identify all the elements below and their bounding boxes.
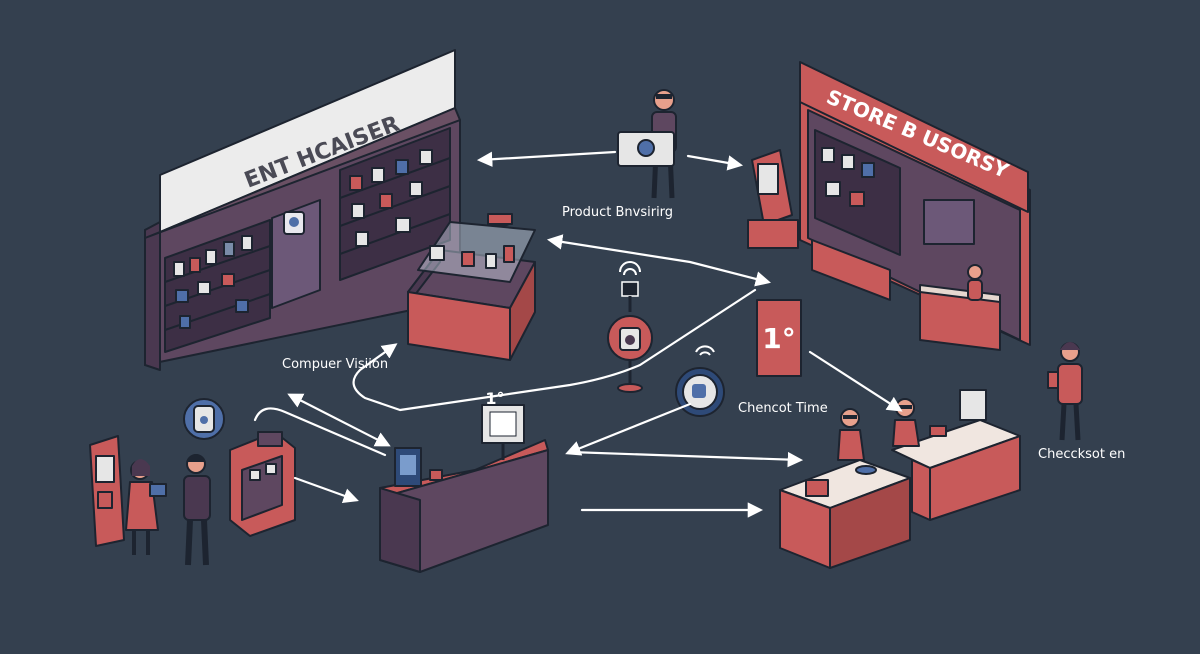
arrow-browse-right bbox=[686, 154, 744, 171]
right-store-window bbox=[923, 199, 975, 245]
right-store: STORE B USORSY bbox=[747, 61, 1031, 351]
number-sign: 1° bbox=[756, 299, 802, 377]
label-checkout-time: Chencot Time bbox=[738, 401, 828, 416]
arrow-time-to-checkout bbox=[808, 350, 903, 412]
arrow-case-to-store bbox=[546, 234, 771, 287]
exiting-shopper bbox=[1047, 342, 1083, 441]
checkout-counter-2 bbox=[891, 389, 1021, 521]
left-store-shelf bbox=[164, 219, 271, 353]
vision-sensor-post bbox=[607, 261, 653, 393]
left-kiosk bbox=[89, 435, 125, 547]
arrow-browse-left bbox=[476, 150, 617, 167]
label-computer-vision: Compuer Visiion bbox=[282, 357, 388, 372]
left-store-shelf-2 bbox=[339, 127, 451, 281]
right-store-sign-board bbox=[799, 61, 1029, 213]
arrow-curve-left bbox=[253, 407, 387, 457]
shopper-woman bbox=[125, 459, 167, 555]
flow-arrows bbox=[253, 150, 903, 518]
label-product-browsing: Product Bnvsirirg bbox=[562, 205, 673, 220]
browsing-shopper bbox=[617, 89, 677, 199]
arrow-diagonal-1 bbox=[287, 393, 391, 447]
terminal-screen-text: 1° bbox=[485, 389, 504, 408]
shopper-man bbox=[183, 454, 211, 566]
arrow-sensor-down bbox=[565, 402, 692, 456]
product-cabinet bbox=[229, 431, 296, 537]
phone-badge-icon bbox=[183, 398, 225, 440]
arrow-to-counter bbox=[293, 476, 359, 504]
cashier-1 bbox=[837, 408, 865, 461]
arrow-to-checkout-top bbox=[568, 450, 804, 468]
arrow-vision-loop bbox=[352, 288, 757, 412]
display-case bbox=[407, 213, 536, 361]
checkout-monitor bbox=[959, 389, 987, 421]
left-store-door bbox=[271, 199, 321, 309]
cashier-2 bbox=[892, 398, 920, 447]
number-sign-text: 1° bbox=[762, 322, 795, 355]
checkout-counter-1 bbox=[779, 459, 911, 569]
right-store-clerk bbox=[967, 264, 983, 301]
center-counter: 1° bbox=[379, 389, 549, 573]
left-store: ENT HCAISER bbox=[144, 49, 461, 371]
label-checkout-en: Checcksot en bbox=[1038, 447, 1125, 462]
